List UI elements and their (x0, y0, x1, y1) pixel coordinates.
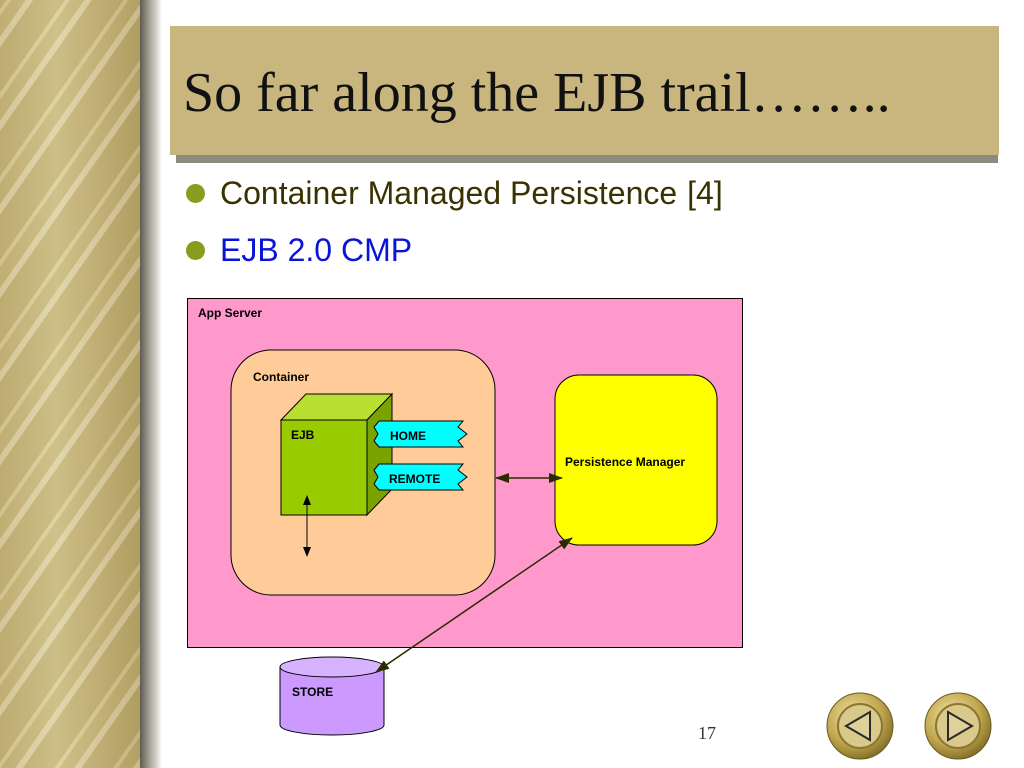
remote-label: REMOTE (389, 472, 440, 486)
title-bar (170, 26, 999, 155)
slide-title: So far along the EJB trail…….. (183, 62, 891, 124)
previous-slide-button[interactable] (826, 692, 894, 760)
ejb-label: EJB (291, 428, 315, 442)
left-strip-shadow (140, 0, 162, 768)
bullet-dot-icon (186, 183, 205, 203)
store-pm-arrow (375, 537, 573, 673)
container-label: Container (253, 370, 309, 384)
reference-link[interactable]: [4] (687, 174, 723, 211)
bullet-text-link[interactable]: EJB 2.0 CMP (220, 231, 413, 268)
persistence-manager-label: Persistence Manager (565, 455, 685, 469)
app-server-label: App Server (198, 306, 262, 320)
home-interface-shape (373, 420, 468, 448)
bullet-text: Container Managed Persistence (220, 174, 678, 211)
persistence-manager-box (554, 374, 718, 546)
triangle-right-icon (924, 692, 992, 760)
store-label: STORE (292, 685, 333, 699)
triangle-left-icon (826, 692, 894, 760)
left-decorative-strip (0, 0, 140, 768)
bullet-item: Container Managed Persistence [4] (186, 173, 723, 213)
remote-interface-shape (373, 463, 468, 491)
store-cylinder (279, 656, 385, 736)
ejb-cube (279, 392, 394, 517)
bullet-dot-icon (186, 240, 205, 260)
home-label: HOME (390, 429, 426, 443)
page-number: 17 (698, 723, 716, 743)
next-slide-button[interactable] (924, 692, 992, 760)
bullet-item: EJB 2.0 CMP (186, 230, 412, 270)
